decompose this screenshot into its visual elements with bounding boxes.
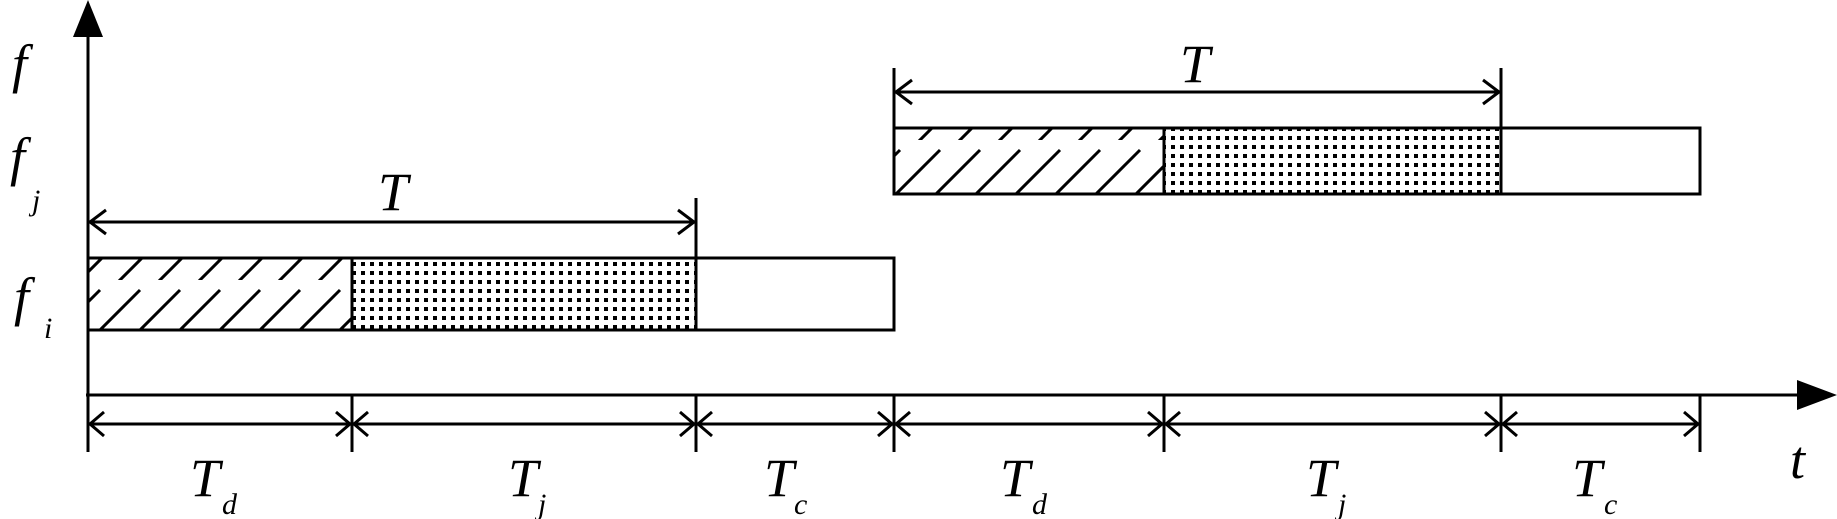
svg-text:T: T <box>764 448 798 508</box>
segment-label-tc-2: T c <box>1572 448 1617 519</box>
hatched-block <box>86 256 354 332</box>
axes <box>73 0 1837 410</box>
period-label-lower: T <box>378 162 412 222</box>
row-label-fj: f j <box>10 127 40 217</box>
empty-block <box>694 256 896 332</box>
svg-text:T: T <box>1306 448 1340 508</box>
svg-text:j: j <box>534 488 546 519</box>
dotted-block <box>1162 126 1503 196</box>
x-axis-label: t <box>1790 430 1807 490</box>
hatched-block <box>892 126 1166 196</box>
dotted-block <box>350 256 698 332</box>
y-axis-arrowhead <box>73 0 103 37</box>
y-axis-label: f <box>12 34 34 94</box>
svg-text:f: f <box>14 267 36 327</box>
x-axis-arrowhead <box>1797 380 1837 410</box>
period-dimension-upper <box>892 68 1503 128</box>
svg-text:T: T <box>1572 448 1606 508</box>
svg-text:T: T <box>190 448 224 508</box>
svg-text:d: d <box>1032 488 1048 519</box>
segment-dimensions <box>86 395 1702 452</box>
svg-text:T: T <box>1000 448 1034 508</box>
svg-text:j: j <box>1334 488 1346 519</box>
svg-text:f: f <box>10 127 32 187</box>
svg-text:j: j <box>28 184 40 217</box>
segment-label-td-2: T d <box>1000 448 1048 519</box>
period-dimension-lower <box>86 198 698 258</box>
segment-label-tc-1: T c <box>764 448 807 519</box>
segment-label-tj-2: T j <box>1306 448 1346 519</box>
empty-block <box>1499 126 1702 196</box>
frame-fi <box>86 256 896 332</box>
period-label-upper: T <box>1180 34 1214 94</box>
svg-text:c: c <box>794 488 807 519</box>
svg-text:c: c <box>1604 488 1617 519</box>
svg-text:i: i <box>44 312 52 345</box>
svg-text:T: T <box>508 448 542 508</box>
segment-label-td-1: T d <box>190 448 238 519</box>
segment-label-tj-1: T j <box>508 448 546 519</box>
svg-text:d: d <box>222 488 238 519</box>
frame-fj <box>892 126 1702 196</box>
row-label-fi: f i <box>14 267 52 345</box>
